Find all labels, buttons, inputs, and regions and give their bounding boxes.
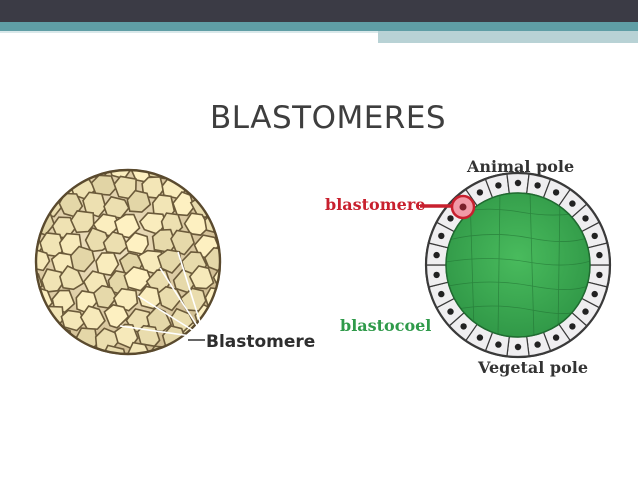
cell-nucleus bbox=[514, 343, 522, 351]
cell-nucleus bbox=[438, 290, 445, 298]
morula-cell bbox=[36, 170, 52, 196]
morula-cell bbox=[173, 342, 197, 354]
morula-cell bbox=[36, 304, 39, 330]
cell-nucleus bbox=[582, 215, 589, 222]
morula-cell bbox=[38, 170, 63, 181]
morula-cell bbox=[36, 170, 42, 181]
morula-cell bbox=[193, 170, 218, 176]
slide-title: BLASTOMERES bbox=[210, 100, 447, 136]
header-bar bbox=[0, 0, 638, 22]
morula-cell bbox=[211, 170, 220, 180]
morula-cell bbox=[227, 253, 249, 275]
morula-cell bbox=[60, 347, 86, 354]
header-stripe-light bbox=[378, 31, 638, 43]
morula-cell bbox=[49, 325, 73, 353]
morula-cell bbox=[36, 248, 51, 272]
morula-cell bbox=[183, 212, 210, 236]
morula-cell bbox=[169, 170, 194, 181]
morula-cell bbox=[36, 323, 56, 348]
morula-cell bbox=[112, 287, 139, 312]
morula-cell bbox=[205, 174, 220, 197]
header-stripe bbox=[0, 22, 638, 31]
cell-nucleus bbox=[591, 232, 598, 240]
cell-nucleus bbox=[447, 215, 454, 222]
cell-nucleus bbox=[552, 189, 560, 196]
vegetal-pole-label: Vegetal pole bbox=[477, 358, 588, 377]
cell-nucleus bbox=[447, 308, 454, 315]
morula-cell bbox=[234, 154, 259, 176]
morula-cell bbox=[230, 211, 253, 234]
cell-nucleus bbox=[582, 308, 589, 315]
cell-nucleus bbox=[596, 251, 603, 259]
morula-cell bbox=[5, 326, 28, 350]
morula-cell bbox=[6, 177, 30, 202]
animal-pole-label: Animal pole bbox=[466, 157, 574, 176]
morula-cell bbox=[234, 232, 258, 257]
morula-cell bbox=[239, 272, 264, 293]
morula-cell bbox=[217, 231, 220, 257]
morula-cell bbox=[95, 251, 120, 277]
morula-cell bbox=[216, 305, 220, 329]
morula-cell bbox=[226, 173, 249, 196]
morula-cell bbox=[6, 254, 31, 277]
morula-cell bbox=[60, 170, 89, 178]
morula-cell bbox=[239, 192, 263, 215]
morula-cell bbox=[188, 265, 215, 290]
morula-cell bbox=[69, 245, 96, 273]
morula-cell bbox=[60, 309, 86, 332]
morula-cell bbox=[70, 210, 95, 234]
cell-nucleus bbox=[495, 182, 502, 189]
morula-cell bbox=[126, 189, 152, 213]
morula-cell bbox=[102, 231, 129, 255]
morula-cell bbox=[36, 347, 61, 354]
cell-nucleus bbox=[534, 341, 541, 348]
morula-cell bbox=[226, 292, 251, 316]
cell-nucleus bbox=[514, 179, 522, 187]
cell-nucleus bbox=[476, 334, 484, 341]
cell-nucleus bbox=[438, 232, 445, 240]
cell-nucleus bbox=[495, 341, 502, 348]
morula-cell bbox=[170, 229, 196, 256]
morula-cell bbox=[82, 191, 107, 218]
morula-cell bbox=[113, 213, 141, 239]
cell-nucleus bbox=[552, 334, 560, 341]
blastomere-pointer-lines bbox=[119, 251, 206, 339]
cell-nucleus bbox=[591, 290, 598, 298]
morula-cell bbox=[36, 344, 43, 354]
blastomere-label: Blastomere bbox=[206, 332, 315, 352]
morula-cell bbox=[79, 305, 106, 331]
morula-cell bbox=[102, 344, 128, 354]
cell-nucleus bbox=[433, 251, 440, 259]
blastocoel-label: blastocoel bbox=[340, 316, 431, 335]
cell-label: blastomere bbox=[325, 195, 425, 214]
morula-cell bbox=[90, 174, 117, 196]
morula-cell bbox=[156, 248, 182, 274]
morula-cell bbox=[40, 268, 65, 293]
morula-cell bbox=[123, 266, 152, 292]
cell-nucleus bbox=[476, 189, 484, 196]
blastula-illustration bbox=[420, 171, 612, 359]
morula-cell bbox=[4, 215, 30, 236]
cell-nucleus bbox=[569, 200, 576, 207]
morula-cell bbox=[126, 341, 151, 354]
header-accent-line bbox=[0, 31, 378, 33]
morula-cell bbox=[59, 264, 85, 291]
cell-nucleus bbox=[433, 271, 440, 279]
cell-nucleus bbox=[596, 271, 603, 279]
cell-nucleus bbox=[534, 182, 541, 189]
morula-cell bbox=[8, 287, 33, 309]
morula-cell bbox=[36, 190, 40, 219]
cell-nucleus bbox=[460, 323, 467, 330]
morula-cell bbox=[239, 308, 261, 330]
morula-cell bbox=[218, 191, 220, 216]
morula-cell bbox=[103, 304, 130, 329]
cell-nucleus bbox=[569, 323, 576, 330]
